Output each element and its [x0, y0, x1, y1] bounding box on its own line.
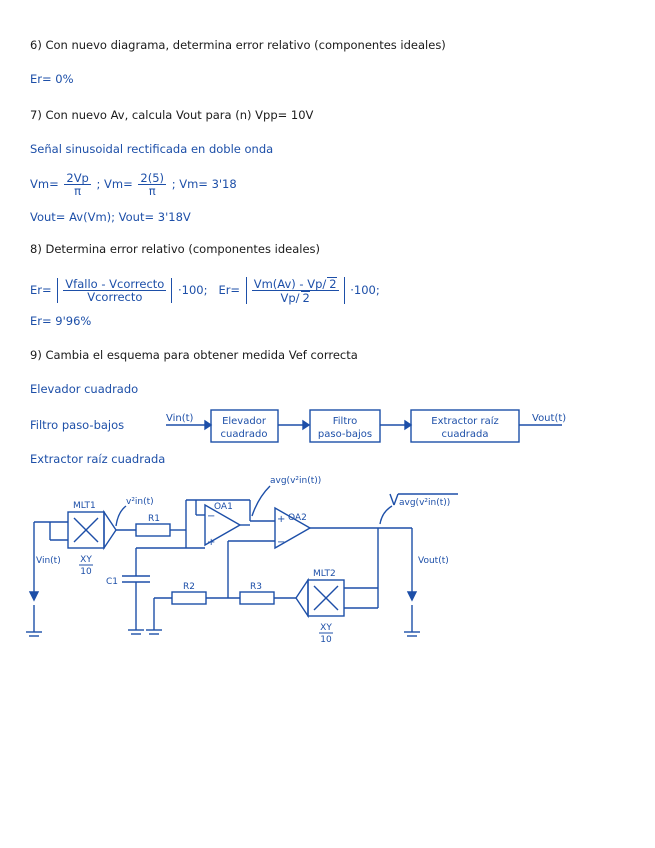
q7-frac1-num: 2Vp	[64, 171, 91, 185]
vout-arrow	[406, 591, 418, 602]
sqrt-hook-a	[389, 493, 395, 506]
q8-title: 8) Determina error relativo (componentes…	[30, 242, 321, 256]
q7-f1-lhs: Vm=	[30, 177, 59, 191]
circuit	[26, 485, 458, 637]
bd-arrow-2	[302, 419, 311, 431]
q7-frac2: 2(5)π	[138, 171, 167, 198]
r1-resistor	[135, 523, 171, 537]
arrow-avg	[251, 485, 271, 517]
q8-frac2-num-sqrt: 2	[327, 277, 337, 291]
r2-resistor	[171, 591, 207, 605]
bd-block-filtro	[309, 409, 381, 443]
q8-er2-rhs: ·100;	[350, 283, 380, 297]
q8-frac2-den: Vp/2	[252, 291, 339, 304]
oa1-plus: +	[207, 537, 215, 548]
bd-block1-line2: cuadrado	[220, 429, 267, 440]
oa2-label: OA2	[288, 513, 307, 523]
oa2-minus: −	[277, 537, 285, 548]
vin-arrow	[28, 591, 40, 602]
q8-frac2-den-a: Vp/	[280, 291, 300, 305]
q7-title: 7) Con nuevo Av, calcula Vout para (n) V…	[30, 108, 314, 122]
oa2-plus: +	[277, 514, 285, 525]
mlt1-label: MLT1	[73, 501, 96, 511]
q8-er1-lhs: Er=	[30, 283, 52, 297]
vin-label: Vin(t)	[36, 556, 61, 566]
q7-frac2-den: π	[148, 184, 156, 198]
mlt2-x-b	[313, 585, 339, 611]
mlt2-label: MLT2	[313, 569, 336, 579]
c1-label: C1	[106, 577, 118, 587]
mlt2-tip	[295, 577, 309, 619]
q9-list-item-1: Elevador cuadrado	[30, 382, 139, 396]
q8-frac2-num-a: Vm(Av) - Vp/	[253, 277, 327, 291]
r3-label: R3	[250, 582, 262, 592]
bd-output-label: Vout(t)	[532, 413, 566, 424]
bd-block-extractor	[410, 409, 520, 443]
q8-er2-lhs: Er=	[218, 283, 241, 297]
q8-er1-rhs: ·100;	[177, 283, 208, 297]
oa1-minus: −	[207, 511, 215, 522]
q8-frac2-den-sqrt: 2	[300, 291, 310, 305]
q8-frac2-num: Vm(Av) - Vp/2	[251, 277, 339, 291]
bd-block1-line1: Elevador	[222, 416, 267, 427]
q7-f1-mid: ; Vm=	[96, 177, 133, 191]
q6-answer: Er= 0%	[30, 72, 74, 86]
q7-frac1-den: π	[74, 184, 82, 198]
vout-label: Vout(t)	[418, 556, 449, 566]
bd-block2-line2: paso-bajos	[318, 429, 372, 440]
bd-block3-line2: cuadrada	[441, 429, 488, 440]
q8-frac1-num: Vfallo - Vcorrecto	[63, 277, 167, 291]
bd-block2-line1: Filtro	[333, 416, 358, 427]
q9-list-item-2: Filtro paso-bajos	[30, 418, 125, 432]
q7-frac2-num: 2(5)	[138, 171, 167, 185]
mlt2-box	[307, 579, 345, 617]
oa1-label: OA1	[214, 502, 233, 512]
bd-block3-line1: Extractor raíz	[431, 415, 499, 427]
oa1-triangle	[204, 503, 242, 547]
arrow-v2	[115, 505, 127, 527]
mlt2-formula-num: XY	[320, 623, 332, 633]
mlt1-formula-num: XY	[80, 555, 92, 565]
oa2-triangle	[274, 506, 312, 550]
label-avg: avg(v²in(t))	[270, 476, 321, 486]
bd-block-elevador	[210, 409, 279, 443]
bd-arrow-3	[404, 419, 413, 431]
r3-resistor	[239, 591, 275, 605]
q6-title: 6) Con nuevo diagrama, determina error r…	[30, 38, 446, 52]
r2-label: R2	[183, 582, 195, 592]
q8-answer: Er= 9'96%	[30, 314, 92, 328]
label-v2: v²in(t)	[126, 497, 154, 507]
mlt1-x-b	[73, 517, 99, 543]
bd-arrow-1	[204, 419, 213, 431]
mlt1-tip	[103, 509, 117, 551]
r1-label: R1	[148, 514, 160, 524]
q9-list-item-3: Extractor raíz cuadrada	[30, 452, 166, 466]
label-sqrt-avg: avg(v²in(t))	[399, 498, 450, 508]
q9-title: 9) Cambia el esquema para obtener medida…	[30, 348, 358, 362]
q7-f1-rhs: ; Vm= 3'18	[171, 177, 237, 191]
q7-formula-vout: Vout= Av(Vm); Vout= 3'18V	[30, 210, 191, 224]
q7-subtitle: Señal sinusoidal rectificada en doble on…	[30, 142, 274, 156]
arrow-sqrt	[379, 505, 393, 525]
sqrt-hook-b	[393, 493, 399, 506]
mlt1-formula-den: 10	[80, 567, 92, 577]
bd-input-label: Vin(t)	[166, 413, 194, 424]
mlt2-formula-den: 10	[320, 635, 332, 645]
q8-frac1-den: Vcorrecto	[87, 290, 143, 304]
